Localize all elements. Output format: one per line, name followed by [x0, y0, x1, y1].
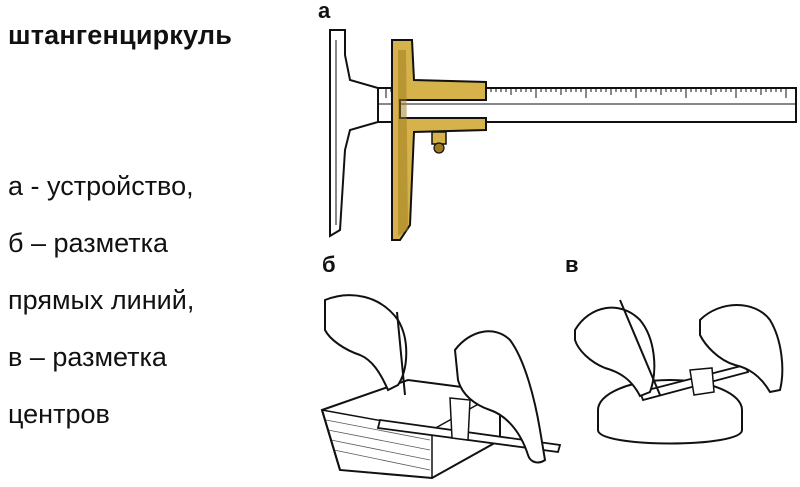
slide-title: штангенциркуль — [8, 20, 233, 50]
figure-label-c: в — [565, 252, 579, 277]
caption-line-3: прямых линий, — [8, 285, 195, 315]
caption-line-1: а - устройство, — [8, 171, 194, 201]
caption-line-2: б – разметка — [8, 228, 169, 258]
caption-line-4: в – разметка — [8, 342, 167, 372]
figure-label-b: б — [322, 252, 336, 277]
figure-label-a: а — [318, 0, 331, 23]
caption-line-5: центров — [8, 399, 110, 429]
